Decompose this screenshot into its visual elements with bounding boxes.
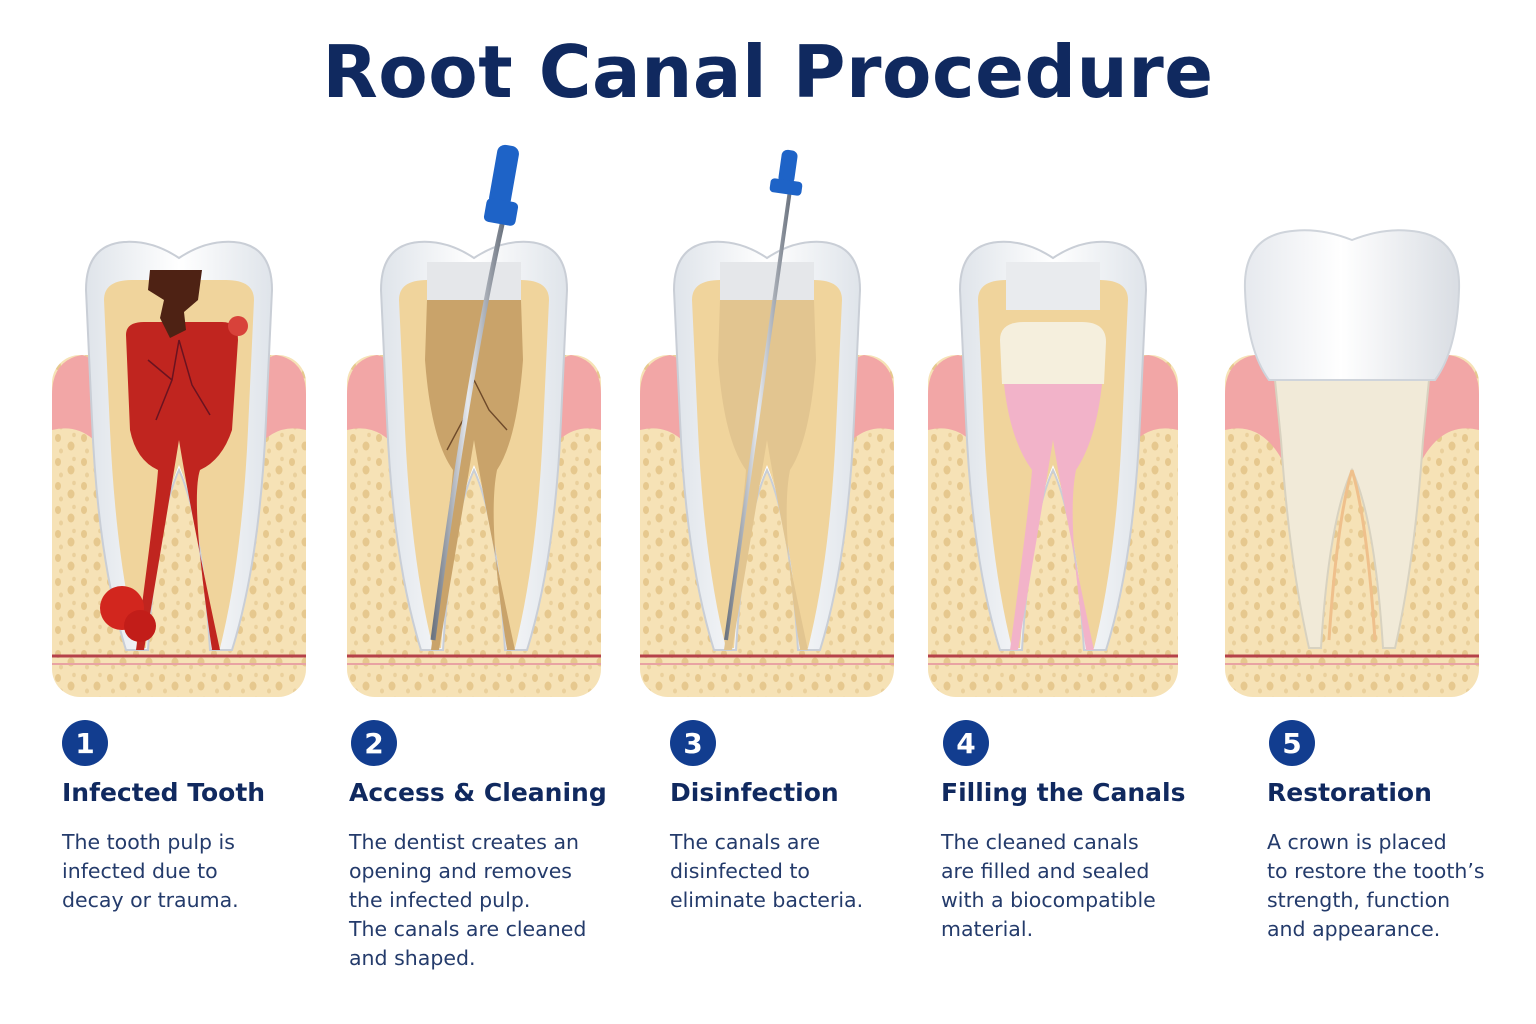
step-2-description: The dentist creates an opening and remov… [349, 830, 587, 970]
tooth-restoration-illustration [1225, 229, 1479, 697]
step-5-title: Restoration [1267, 778, 1432, 807]
step-5-number-badge: 5 [1269, 720, 1315, 766]
tooth-infected-illustration [52, 240, 306, 697]
step-4-description: The cleaned canals are filled and sealed… [941, 830, 1156, 941]
step-1-title: Infected Tooth [62, 778, 266, 807]
step-1-description: The tooth pulp is infected due to decay … [62, 830, 239, 912]
page-title: Root Canal Procedure [322, 30, 1214, 114]
step-3-description: The canals are disinfected to eliminate … [670, 830, 864, 912]
step-2-title: Access & Cleaning [349, 778, 607, 807]
step-2-number-badge: 2 [351, 720, 397, 766]
step-5-description: A crown is placed to restore the tooth’s… [1267, 830, 1485, 941]
tooth-disinfection-illustration [640, 149, 894, 697]
step-3-number-badge: 3 [670, 720, 716, 766]
step-4-title: Filling the Canals [941, 778, 1186, 807]
tooth-filling-illustration [928, 240, 1178, 697]
step-1-number-badge: 1 [62, 720, 108, 766]
step-3-title: Disinfection [670, 778, 839, 807]
tooth-access-cleaning-illustration [347, 144, 601, 697]
step-4-number-badge: 4 [943, 720, 989, 766]
